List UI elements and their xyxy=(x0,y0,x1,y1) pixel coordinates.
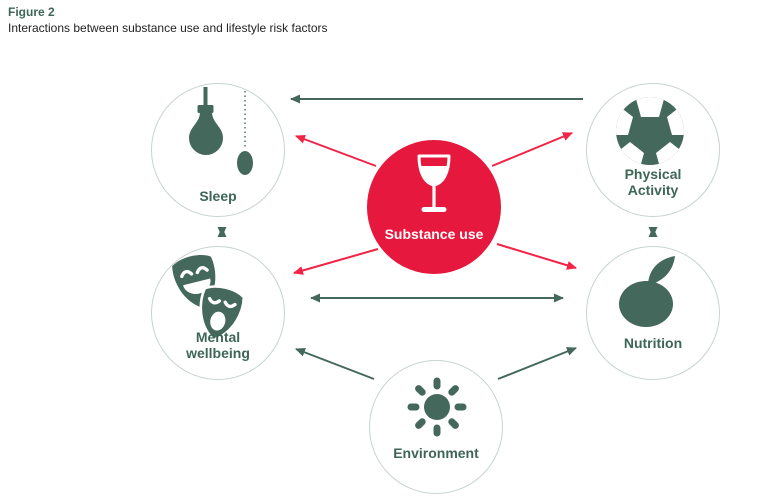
arrow-substance-to-sleep xyxy=(295,134,377,167)
figure-title: Interactions between substance use and l… xyxy=(8,21,328,35)
arrow-substance-to-physical xyxy=(491,132,573,167)
node-label-physical-activity: Physical Activity xyxy=(624,166,682,198)
node-label-environment: Environment xyxy=(393,445,479,461)
node-environment: Environment xyxy=(369,360,503,494)
arrow-environment-to-nutrition xyxy=(497,347,577,380)
node-label-mental-wellbeing: Mental wellbeing xyxy=(186,329,250,361)
node-sleep: Sleep xyxy=(151,83,285,217)
arrow-substance-to-nutrition xyxy=(496,243,577,270)
figure-label: Figure 2 xyxy=(8,5,55,19)
soccer-ball-icon xyxy=(616,97,684,165)
node-substance-use: Substance use xyxy=(367,140,501,274)
node-label-sleep: Sleep xyxy=(199,188,237,204)
node-label-nutrition: Nutrition xyxy=(623,335,683,351)
apple-icon xyxy=(619,256,675,327)
theatre-masks-icon xyxy=(172,255,246,342)
node-label-substance-use: Substance use xyxy=(384,226,484,242)
sun-icon xyxy=(407,377,467,437)
arrow-substance-to-mental xyxy=(293,248,379,275)
node-nutrition: Nutrition xyxy=(586,246,720,380)
node-mental-wellbeing: Mental wellbeing xyxy=(151,246,285,380)
node-physical-activity: Physical Activity xyxy=(586,83,720,217)
arrow-environment-to-mental xyxy=(295,348,375,380)
wine-glass-icon xyxy=(417,154,451,212)
lightbulb-pull-cord-icon xyxy=(189,87,253,175)
